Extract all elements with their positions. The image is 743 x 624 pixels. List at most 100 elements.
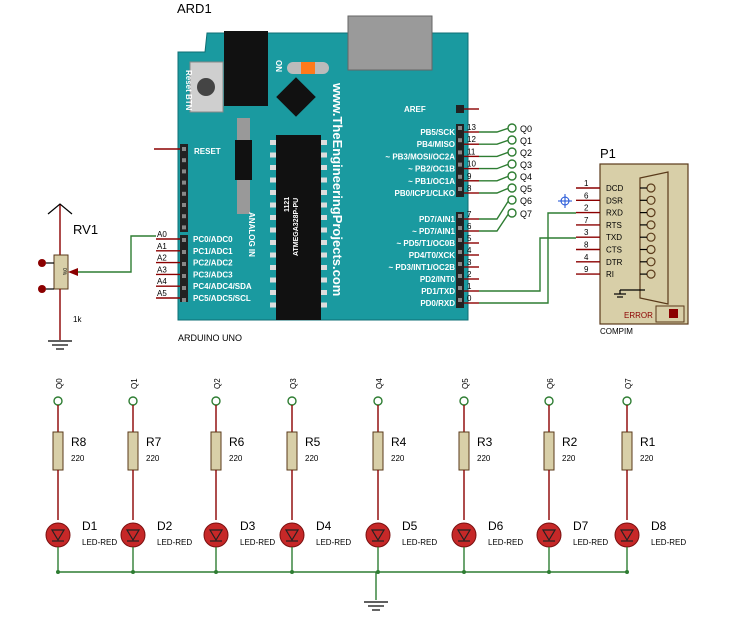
resistor-body[interactable] [621,431,633,471]
resistor-ref: R1 [640,435,656,449]
channel-probe-node[interactable] [211,396,221,406]
output-probe-node[interactable] [507,147,517,157]
led-ref: D3 [240,519,256,533]
led-icon[interactable] [536,522,562,548]
resistor-body[interactable] [210,431,222,471]
output-probe-node[interactable] [507,123,517,133]
on-label: ON [274,60,283,72]
resistor-body[interactable] [372,431,384,471]
output-probe-node[interactable] [507,208,517,218]
analog-pin-name: PC3/ADC3 [193,270,233,279]
arduino-board[interactable]: ARD1 Reset BTN ON 1121 ATMEGA328P-PU www… [154,1,479,343]
resistor-body[interactable] [458,431,470,471]
analog-pin-name: PC2/ADC2 [193,259,233,268]
digital-pin-name: PD7/AIN1 [419,215,456,224]
channel-probe-node[interactable] [544,396,554,406]
resistor-value: 220 [305,454,319,463]
mcu-pin-right [321,190,327,195]
digital-pin-name: ~ PB3/MOSI/OC2A [385,152,455,161]
crosshair-icon [558,194,572,208]
mcu-pin-left [270,202,276,208]
pot-supply-arrow [47,203,73,215]
output-probe-node[interactable] [507,195,517,205]
potentiometer-rv1[interactable]: RV1 0% 1k [38,203,98,350]
digital-pin-number: 4 [467,246,472,255]
mcu-pin-left [270,302,276,308]
led-ref: D8 [651,519,667,533]
compim-pin-number: 9 [584,265,589,274]
wire-to-probe [479,151,510,158]
analog-pin-name: PC1/ADC1 [193,247,233,256]
mcu-pin-left [270,227,276,233]
output-probe-node[interactable] [507,135,517,145]
channel-probe-node[interactable] [128,396,138,406]
led-icon[interactable] [203,522,229,548]
channel-probe-node[interactable] [53,396,63,406]
compim-name-label: COMPIM [600,327,633,336]
output-probe-label: Q1 [520,136,532,146]
digital-pin-number: 5 [467,234,472,243]
output-probe-node[interactable] [507,183,517,193]
resistor-body[interactable] [127,431,139,471]
mcu-pin-right [321,265,327,270]
led-channels: Q0R8220D1LED-REDQ1R7220D2LED-REDQ2R6220D… [45,378,686,574]
mcu-pin-left [270,265,276,270]
led-icon[interactable] [120,522,146,548]
channel-probe-node[interactable] [622,396,632,406]
channel-probe-label: Q1 [130,378,139,389]
mcu-pins [270,140,327,308]
mcu-pin-right [321,215,327,220]
resistor-body[interactable] [286,431,298,471]
diode-body [235,140,252,180]
led-ref: D5 [402,519,418,533]
compim-pin-number: 8 [584,241,589,250]
website-label: www.TheEngineeringProjects.com [330,82,345,296]
led-icon[interactable] [365,522,391,548]
wire-to-probe [479,163,510,170]
resistor-body[interactable] [543,431,555,471]
channel-probe-label: Q3 [289,378,298,389]
channel-probe-node[interactable] [373,396,383,406]
mcu-pin-left [270,240,276,245]
led-icon[interactable] [614,522,640,548]
led-icon[interactable] [279,522,305,548]
channel-probe-node[interactable] [459,396,469,406]
digital-pin-name: ~ PD7/AIN1 [412,227,455,236]
led-icon[interactable] [45,522,71,548]
pot-terminal-bottom[interactable] [38,285,46,293]
compim-error-led [669,309,678,318]
output-probe-node[interactable] [507,171,517,181]
channel-probe-node[interactable] [287,396,297,406]
output-probe-label: Q6 [520,196,532,206]
mcu-pin-left [270,277,276,283]
analog-pin-number: A1 [157,242,167,251]
digital-pin-name: ~ PD5/T1/OC0B [397,239,456,248]
analog-pin-number: A2 [157,254,167,263]
resistor-body[interactable] [52,431,64,471]
compim-p1[interactable]: P1 ERROR 1DCD6DSR2RXD7RTS3TXD8CTS4DTR9RI… [576,146,689,336]
led-diode-symbol [370,529,386,542]
compim-pin-number: 6 [584,191,589,200]
digital-pin-name: PD1/TXD [421,287,455,296]
led-icon[interactable] [451,522,477,548]
reset-button-cap[interactable] [197,78,215,96]
compim-ref-label: P1 [600,146,616,161]
arduino-model-label: ARDUINO UNO [178,333,242,343]
mcu-id: 1121 [284,197,291,212]
led-diode-symbol [50,529,66,542]
header-pin-dot [458,226,462,230]
output-probe-node[interactable] [507,159,517,169]
analog-pin-number: A0 [157,230,167,239]
pot-ref-label: RV1 [73,222,98,237]
pot-terminal-top[interactable] [38,259,46,267]
led-diode-symbol [541,529,557,542]
mcu-pin-right [321,165,327,170]
digital-pin-number: 10 [467,160,476,169]
led-ref: D2 [157,519,173,533]
